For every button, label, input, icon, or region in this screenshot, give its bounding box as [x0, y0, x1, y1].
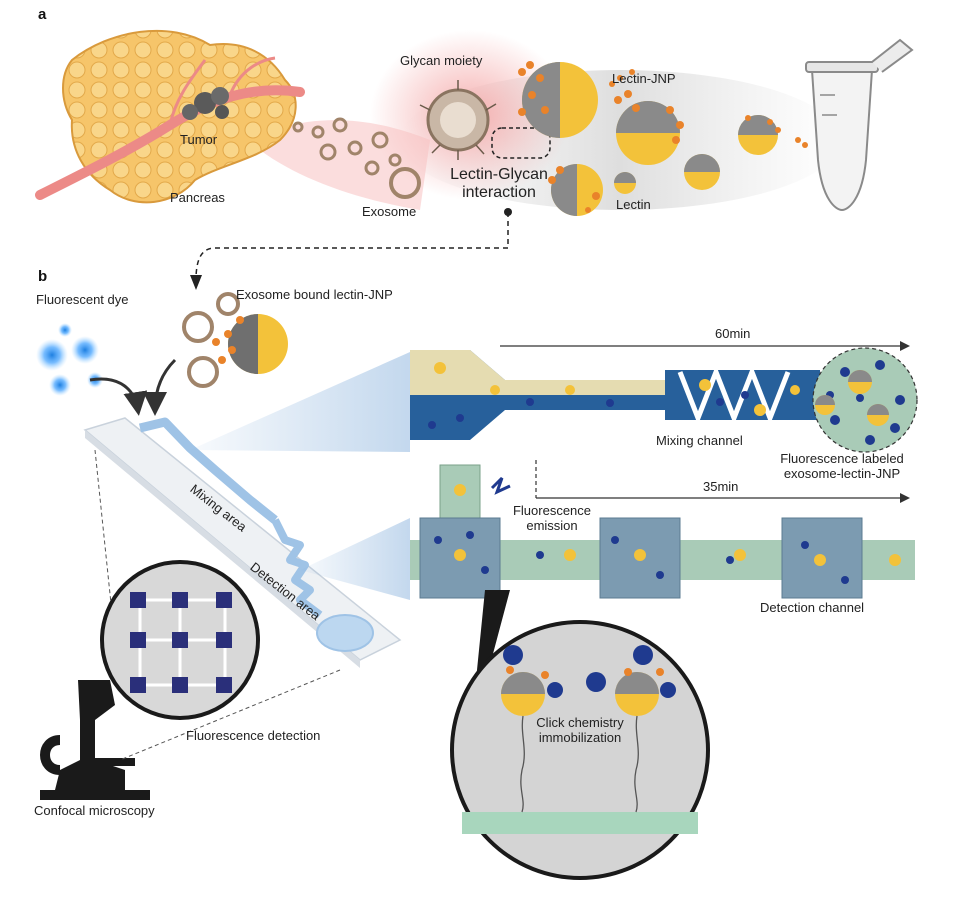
detection-channel-zoom [410, 460, 915, 599]
detection-channel-label: Detection channel [760, 600, 865, 615]
jnp-mid [616, 101, 680, 165]
panel-b-art [36, 292, 918, 880]
jnp-tiny [614, 172, 636, 194]
fluorescent-dye-drops [36, 323, 103, 396]
dye-arrow [89, 377, 148, 416]
exosome-stream [292, 117, 421, 199]
exosome-bound-label: Exosome bound lectin-JNP [236, 287, 393, 302]
lectin-jnp-label: Lectin-JNP [612, 71, 676, 86]
blood-vessel [35, 85, 305, 200]
jnp-large [522, 62, 598, 138]
fluorescence-labeled-label: Fluorescence labeled exosome-lectin-JNP [762, 451, 922, 482]
lectin-label: Lectin [616, 197, 651, 212]
lectin-glycan-line1: Lectin-Glycan [450, 166, 548, 183]
connector-arrowhead [190, 275, 202, 290]
panel-b-letter: b [38, 268, 48, 285]
glycan-moiety-label: Glycan moiety [400, 53, 483, 68]
fluorescence-emission-label: Fluorescence emission [508, 503, 596, 534]
jnp-lower [551, 164, 603, 216]
time-35-label: 35min [703, 479, 739, 494]
fluorescence-labeled-line2: exosome-lectin-JNP [783, 465, 901, 481]
mixing-channel-label: Mixing channel [656, 433, 743, 448]
lectin-glycan-label: Lectin-Glycan interaction [440, 166, 558, 203]
fluorescence-labeled-line1: Fluorescence labeled [780, 451, 904, 466]
confocal-microscopy-label: Confocal microscopy [34, 803, 155, 818]
fluorescent-dye-label: Fluorescent dye [36, 292, 129, 307]
beam-detection [300, 518, 410, 600]
exosome-bound-jnp [182, 292, 288, 388]
connector-path [195, 212, 509, 281]
interaction-box [491, 127, 551, 159]
fluorescence-emission-line2: emission [526, 517, 578, 533]
click-chemistry-zoom [450, 620, 710, 880]
time-60-label: 60min [715, 326, 751, 341]
exosome [389, 167, 421, 199]
panel-a-letter: a [38, 6, 47, 23]
sample-tube [805, 38, 914, 212]
confocal-microscope [40, 680, 150, 800]
guide-line [94, 449, 121, 691]
microfluidic-chip [83, 417, 402, 668]
fluorescence-emission-line1: Fluorescence [512, 503, 592, 518]
guide-line [119, 669, 341, 761]
lectin-glycan-line2: interaction [462, 184, 536, 202]
complex-arrow [143, 358, 177, 416]
vessel-branch [168, 59, 207, 126]
pancreas-label: Pancreas [170, 190, 225, 205]
jnp-small [684, 154, 720, 190]
click-chemistry-line1: Click chemistry [536, 715, 624, 730]
lightning-icon [490, 476, 511, 495]
fluorescence-detection-label: Fluorescence detection [186, 728, 321, 743]
exosome-label: Exosome [362, 204, 417, 219]
tumor [182, 87, 229, 120]
mixing-channel-zoom [410, 341, 918, 453]
click-chemistry-line2: immobilization [538, 729, 622, 745]
detection-grid-zoom [100, 560, 260, 720]
vessel-branch [228, 56, 276, 96]
glycan-exosome [419, 80, 497, 160]
panel-a-art [35, 29, 914, 290]
beam-mixing [190, 352, 410, 452]
click-chemistry-label: Click chemistry immobilization [517, 715, 643, 746]
lectin-clusters [518, 61, 808, 213]
tumor-label: Tumor [180, 132, 218, 147]
